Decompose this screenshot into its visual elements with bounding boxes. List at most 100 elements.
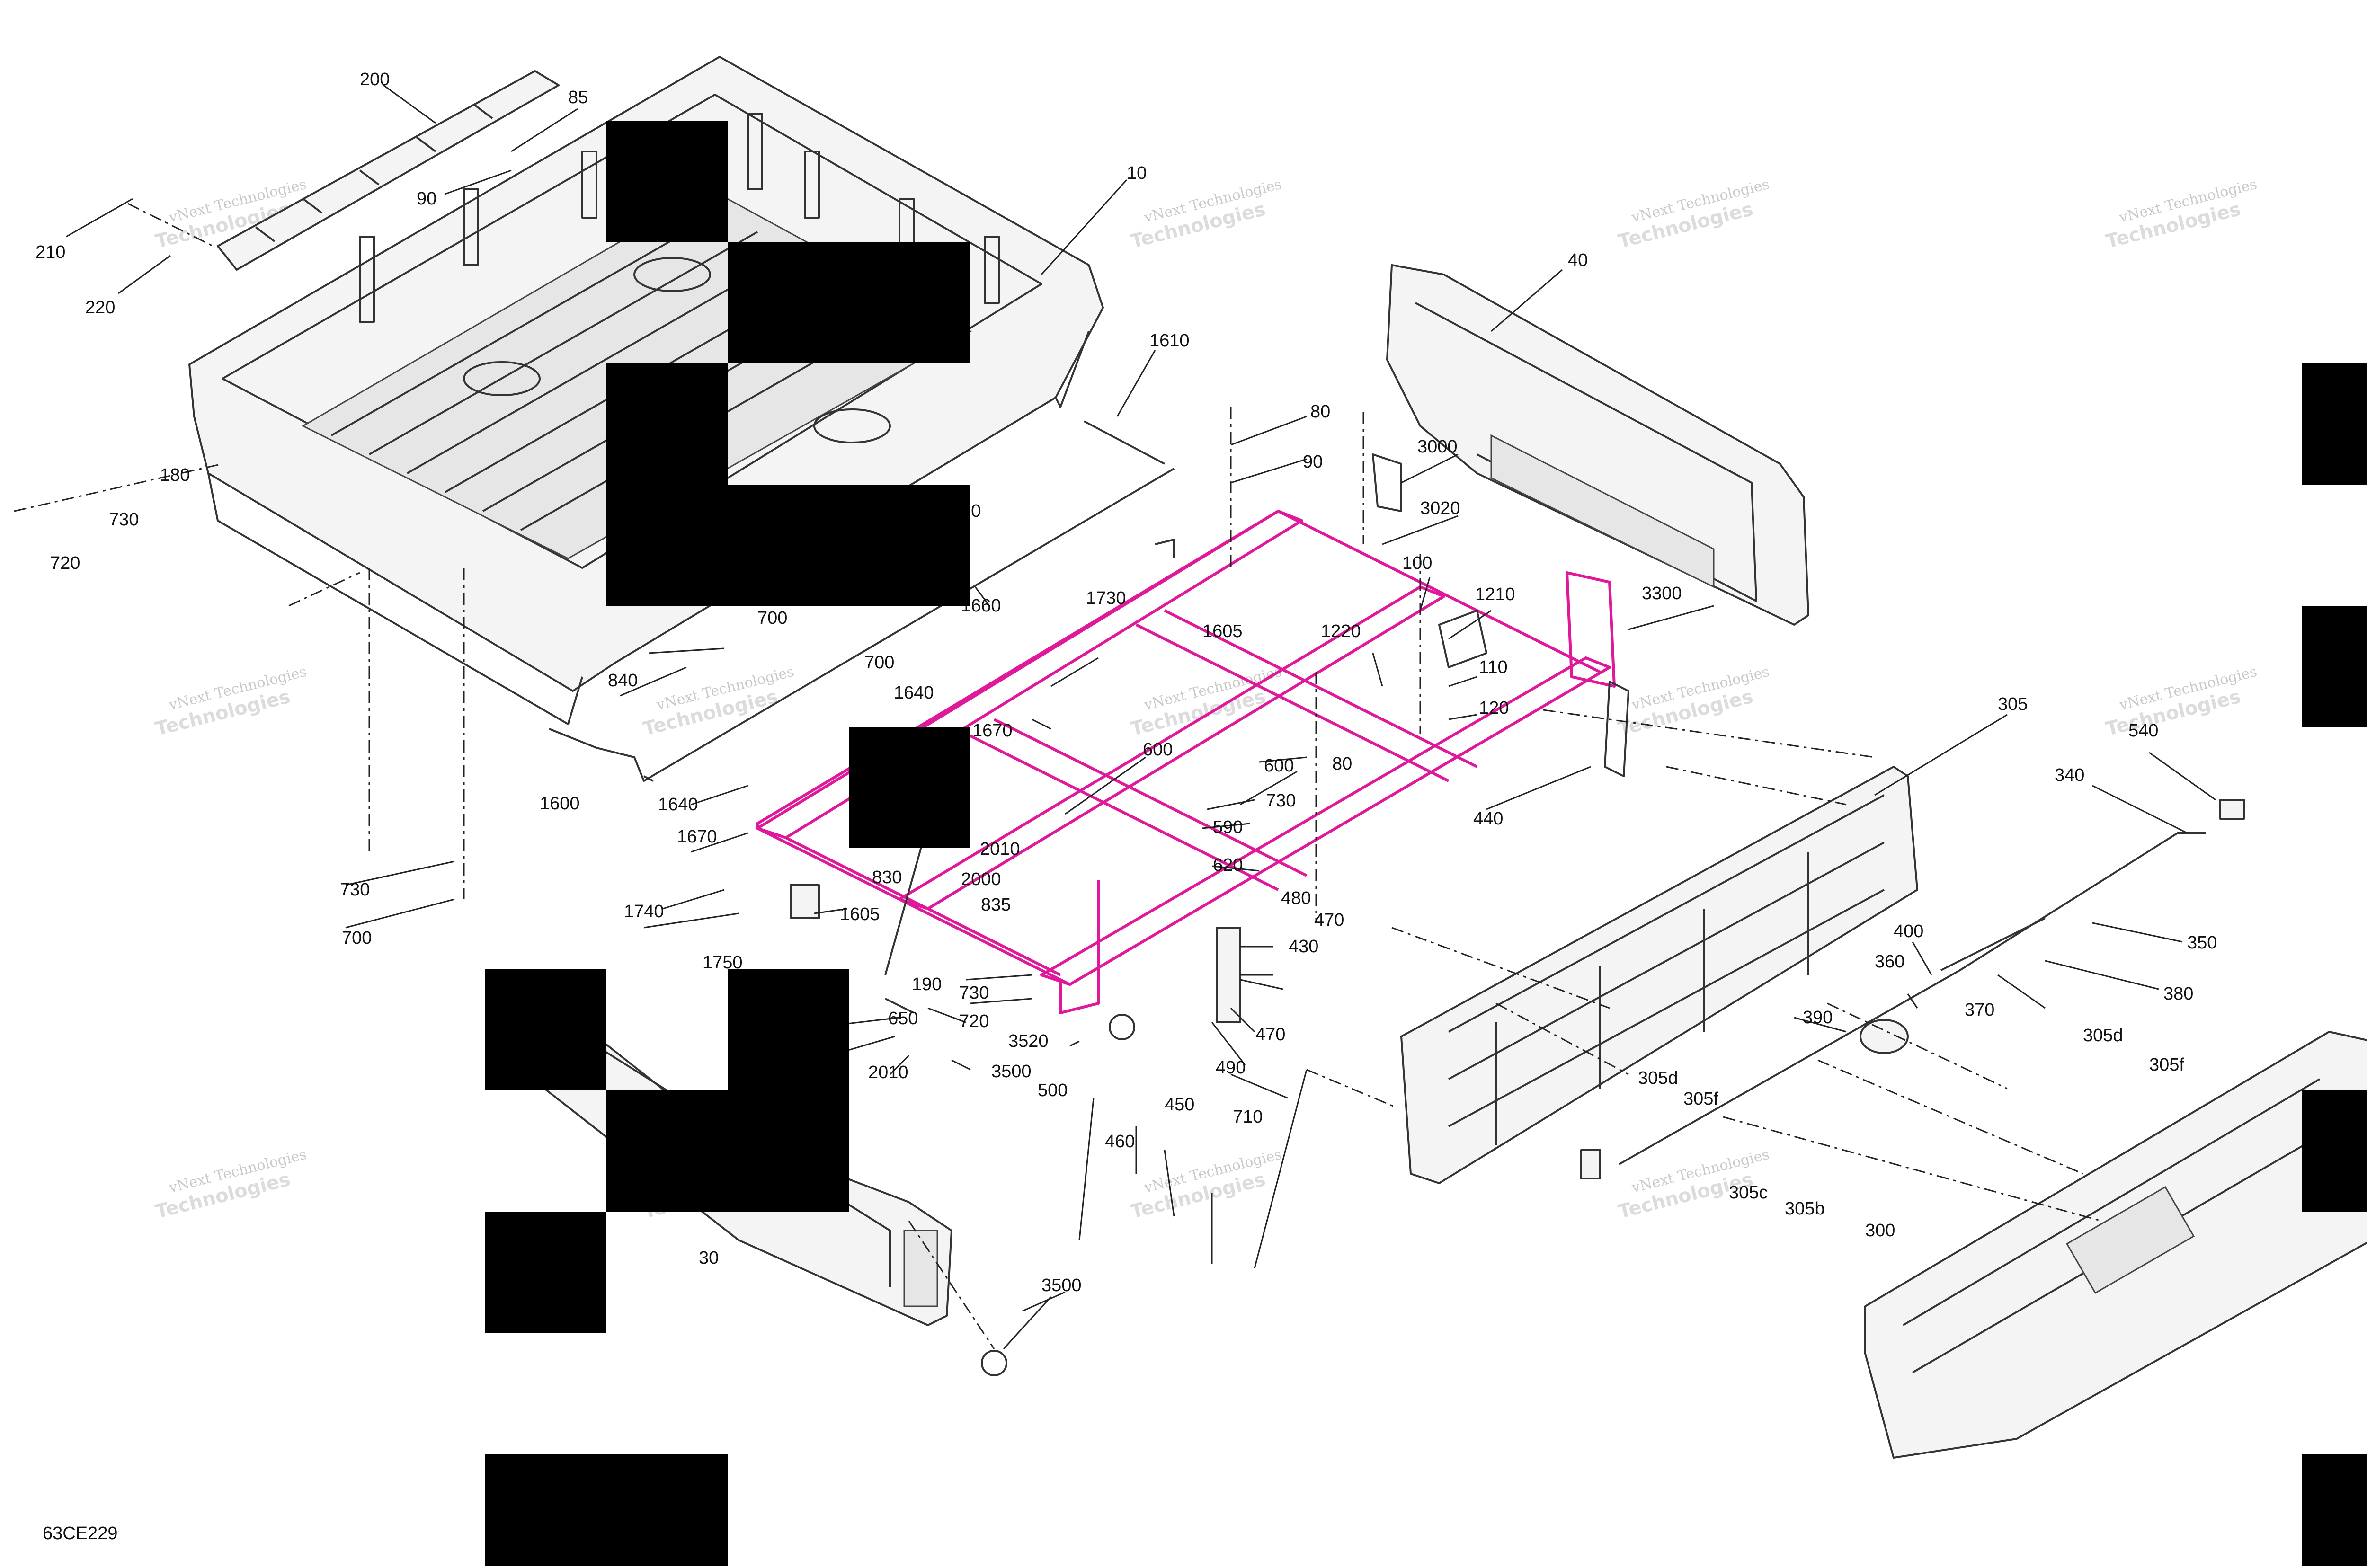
callout-label: 80 xyxy=(1310,402,1330,422)
callout-label: 700 xyxy=(757,608,787,628)
callout-label: 370 xyxy=(1965,1000,1994,1020)
callout-label: 305d xyxy=(1638,1068,1678,1088)
callout-label: 500 xyxy=(1038,1081,1068,1100)
callout-label: 120 xyxy=(1479,698,1509,718)
callout-label: 830 xyxy=(872,868,902,887)
callout-label: 305 xyxy=(1998,694,2028,714)
callout-label: 3000 xyxy=(1417,437,1458,457)
callout-label: 1600 xyxy=(540,794,580,814)
callout-label: 30 xyxy=(699,1248,719,1268)
redaction-block xyxy=(606,121,728,242)
callout-label: 2010 xyxy=(868,1063,908,1082)
hardware-parts xyxy=(790,453,2245,1376)
callout-label: 730 xyxy=(340,880,370,900)
callout-label: 1670 xyxy=(677,827,717,847)
callout-label: 835 xyxy=(981,895,1011,915)
callout-label: 3500 xyxy=(1041,1276,1082,1295)
callout-label: 700 xyxy=(342,928,372,948)
explosion-lines xyxy=(14,203,2102,1349)
side-panel-right-part xyxy=(1386,264,1809,626)
callout-label: 1740 xyxy=(624,902,664,921)
callout-label: 80 xyxy=(1332,754,1352,774)
redaction-block xyxy=(485,1454,728,1566)
callout-label: 110 xyxy=(1479,657,1508,677)
callout-label: 1210 xyxy=(1475,585,1515,604)
callout-label: 350 xyxy=(2187,933,2217,953)
redaction-block xyxy=(606,1090,849,1212)
callout-label: 1605 xyxy=(1202,621,1243,641)
rods-and-cables xyxy=(549,420,2206,1165)
callout-label: 380 xyxy=(2163,984,2193,1004)
callout-label: 90 xyxy=(1303,452,1323,472)
callout-label: 305f xyxy=(2149,1055,2184,1075)
callout-label: 470 xyxy=(1314,910,1344,930)
callout-label: 730 xyxy=(109,510,139,530)
callout-label: 2010 xyxy=(980,839,1020,859)
redaction-block xyxy=(2302,1454,2367,1566)
callout-label: 490 xyxy=(1216,1058,1246,1078)
callout-label: 90 xyxy=(417,189,436,209)
callout-labels: 200 85 90 210 220 10 1610 80 90 40 3000 … xyxy=(36,70,2217,1295)
callout-label: 730 xyxy=(1266,791,1296,811)
diagram-reference-code: 63CE229 xyxy=(43,1524,117,1543)
callout-label: 460 xyxy=(1105,1132,1135,1152)
callout-label: 1220 xyxy=(1321,621,1361,641)
callout-label: 1640 xyxy=(658,795,698,815)
callout-label: 620 xyxy=(1213,855,1243,875)
callout-label: 600 xyxy=(1143,740,1173,760)
callout-label: 650 xyxy=(888,1009,918,1028)
callout-label: 710 xyxy=(1233,1107,1263,1127)
callout-label: 3520 xyxy=(1008,1031,1049,1051)
redaction-block xyxy=(728,969,849,1090)
callout-label: 1605 xyxy=(840,904,880,924)
callout-label: 1670 xyxy=(972,721,1013,741)
callout-label: 400 xyxy=(1894,921,1923,941)
callout-label: 2000 xyxy=(961,869,1001,889)
callout-label: 40 xyxy=(1568,250,1588,270)
callout-label: 590 xyxy=(1213,817,1243,837)
redaction-block xyxy=(606,485,970,606)
redaction-block xyxy=(606,363,728,485)
side-rail-part xyxy=(217,70,560,271)
callout-label: 220 xyxy=(85,298,115,318)
callout-label: 305f xyxy=(1683,1089,1718,1109)
callout-label: 305c xyxy=(1729,1183,1768,1203)
callout-label: 840 xyxy=(608,671,638,691)
redaction-block xyxy=(2302,363,2367,485)
callout-label: 480 xyxy=(1281,888,1311,908)
callout-label: 10 xyxy=(1127,163,1147,183)
tailgate-inner-part xyxy=(1400,766,1918,1184)
callout-label: 190 xyxy=(912,974,942,994)
chassis-frame-highlighted xyxy=(756,510,1616,1014)
callout-label: 720 xyxy=(50,553,80,573)
callout-label: 1730 xyxy=(1086,588,1126,608)
callout-label: 700 xyxy=(864,653,894,673)
callout-label: 450 xyxy=(1165,1095,1194,1115)
callout-label: 85 xyxy=(568,88,588,107)
callout-label: 730 xyxy=(959,983,989,1003)
redaction-block xyxy=(485,969,606,1090)
callout-label: 360 xyxy=(1875,952,1904,972)
callout-label: 300 xyxy=(1865,1221,1895,1240)
callout-label: 305b xyxy=(1785,1199,1825,1219)
callout-label: 470 xyxy=(1255,1025,1285,1045)
callout-label: 200 xyxy=(360,70,390,89)
callout-label: 340 xyxy=(2055,765,2084,785)
callout-label: 440 xyxy=(1473,809,1503,829)
callout-leaders xyxy=(66,84,2216,1350)
callout-label: 600 xyxy=(1264,756,1294,776)
callout-label: 720 xyxy=(959,1011,989,1031)
callout-label: 210 xyxy=(36,242,65,262)
callout-label: 430 xyxy=(1289,937,1318,957)
callout-label: 180 xyxy=(160,465,190,485)
callout-label: 3020 xyxy=(1420,498,1460,518)
